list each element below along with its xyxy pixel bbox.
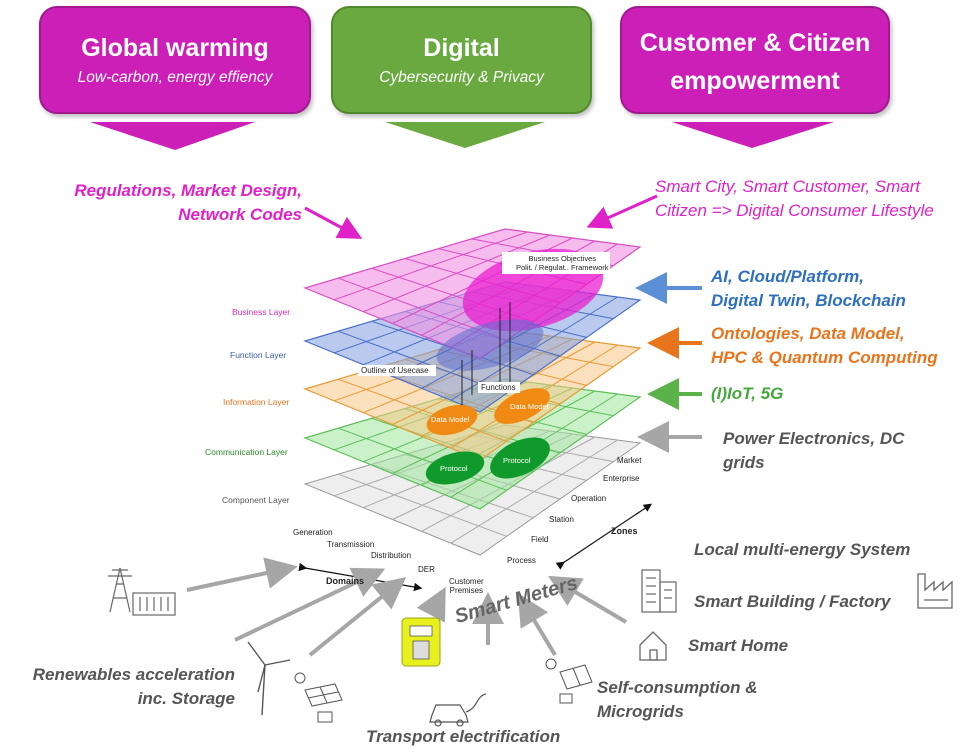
- protocol-text-2: Protocol: [503, 456, 531, 465]
- function-ellipse: [436, 319, 544, 371]
- banner-subtitle: Low-carbon, energy effiency: [77, 69, 273, 86]
- solar-panel-icon: [294, 672, 343, 723]
- protocol-ellipse-2: [490, 437, 550, 479]
- domain-transmission: Transmission: [327, 540, 375, 549]
- building-icon: [641, 569, 677, 613]
- smart-meter-icon: [401, 617, 441, 667]
- iot-label: (I)IoT, 5G: [711, 384, 784, 403]
- regulations-label: Regulations, Market Design,Network Codes: [74, 181, 302, 224]
- data-model-ellipse-2: [494, 388, 550, 424]
- data-model-ellipse-1: [426, 404, 478, 436]
- car-icon: [429, 693, 487, 727]
- domain-distribution: Distribution: [371, 551, 412, 560]
- smart-building-label: Smart Building / Factory: [694, 592, 891, 611]
- factory-icon-2: [917, 573, 953, 609]
- functions-text: Functions: [481, 383, 516, 392]
- communication-layer-label: Communication Layer: [205, 447, 288, 457]
- banner-pointer-2: [385, 122, 545, 148]
- domain-generation: Generation: [293, 528, 333, 537]
- global-warming-banner: Global warming Low-carbon, energy effien…: [39, 6, 311, 114]
- factory-icon: [132, 592, 176, 616]
- zone-operation: Operation: [571, 494, 607, 503]
- banner-pointer-3: [672, 122, 834, 148]
- data-model-text-2: Data Model: [510, 402, 549, 411]
- protocol-ellipse-1: [425, 451, 485, 485]
- domain-der: DER: [418, 565, 435, 574]
- domains-title: Domains: [326, 576, 365, 586]
- component-layer-label: Component Layer: [222, 495, 290, 505]
- information-layer-label: Information Layer: [223, 397, 290, 407]
- zone-field: Field: [531, 535, 549, 544]
- local-multi-energy-label: Local multi-energy System: [694, 540, 911, 559]
- banner-title: Global warming: [81, 34, 269, 62]
- ai-cloud-label: AI, Cloud/Platform,Digital Twin, Blockch…: [711, 267, 906, 310]
- self-consumption-label: Self-consumption &Microgrids: [597, 678, 758, 721]
- ontologies-label: Ontologies, Data Model,HPC & Quantum Com…: [711, 324, 938, 367]
- wind-turbine-icon: [247, 641, 291, 716]
- protocol-text-1: Protocol: [440, 464, 468, 473]
- transport-electrification-label: Transport electrification: [366, 727, 561, 746]
- zones-title: Zones: [611, 526, 638, 536]
- banner-subtitle: Cybersecurity & Privacy: [379, 69, 544, 86]
- solar-panel-icon-2: [545, 658, 593, 704]
- banner-pointer-1: [90, 122, 255, 150]
- smart-home-label: Smart Home: [688, 636, 789, 655]
- function-layer-label: Function Layer: [230, 350, 287, 360]
- zone-station: Station: [549, 515, 574, 524]
- zone-market: Market: [617, 456, 642, 465]
- outline-usecase-text: Outline of Usecase: [361, 366, 429, 375]
- transmission-tower-icon: [108, 567, 132, 613]
- zone-enterprise: Enterprise: [603, 474, 640, 483]
- zone-process: Process: [507, 556, 536, 565]
- home-icon: [639, 631, 667, 661]
- banner-title: Digital: [423, 34, 500, 62]
- business-layer-label: Business Layer: [232, 307, 291, 317]
- digital-banner: Digital Cybersecurity & Privacy: [331, 6, 592, 114]
- data-model-text-1: Data Model: [431, 415, 470, 424]
